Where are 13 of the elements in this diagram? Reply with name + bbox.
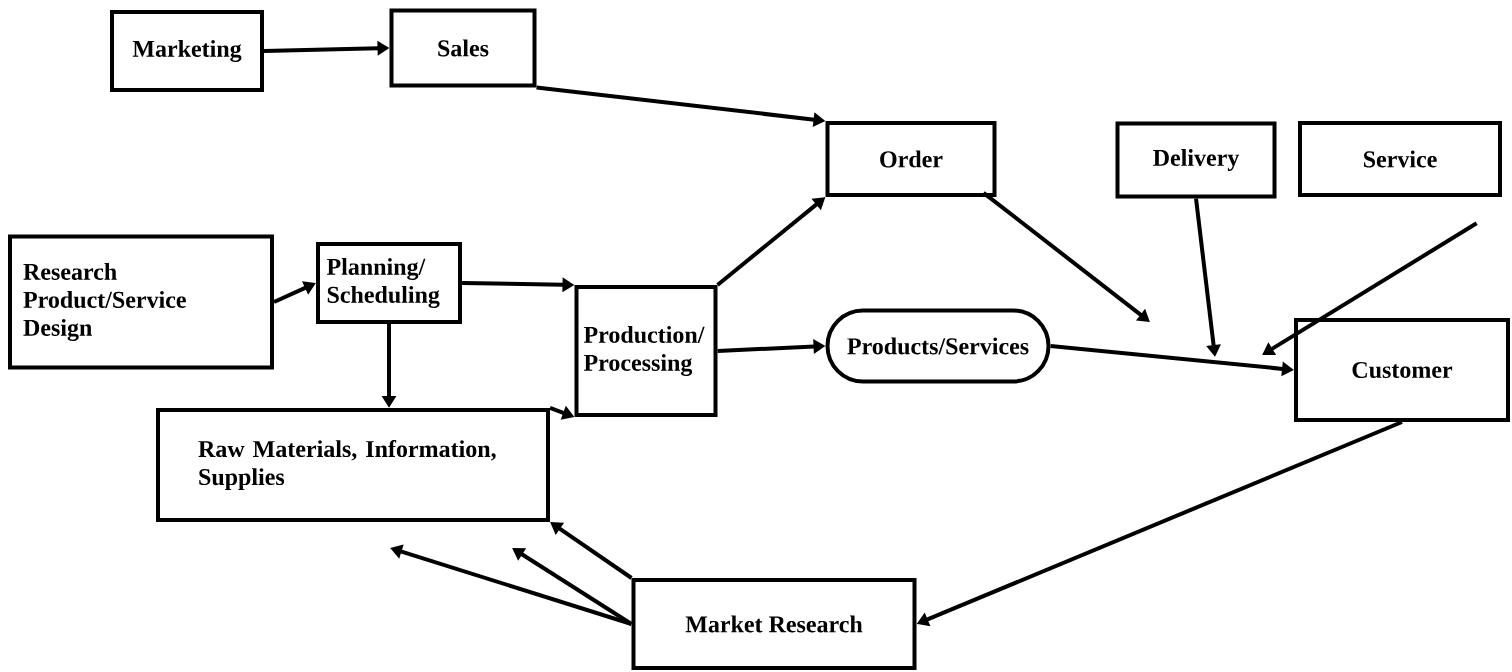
process-box: Order bbox=[825, 121, 997, 197]
process-box: Marketing bbox=[110, 10, 264, 92]
process-box: Service bbox=[1298, 121, 1502, 197]
process-box: Production/ Processing bbox=[574, 285, 718, 417]
process-box: Raw Materials, Information, Supplies bbox=[156, 408, 550, 522]
process-box: Planning/ Scheduling bbox=[316, 242, 462, 324]
process-box: Research Product/Service Design bbox=[8, 234, 274, 370]
process-box: Market Research bbox=[631, 578, 917, 670]
process-box: Delivery bbox=[1115, 121, 1277, 199]
process-box: Sales bbox=[389, 8, 537, 88]
arrow bbox=[550, 522, 633, 580]
arrow bbox=[982, 191, 1150, 322]
process-box: Customer bbox=[1294, 318, 1510, 422]
